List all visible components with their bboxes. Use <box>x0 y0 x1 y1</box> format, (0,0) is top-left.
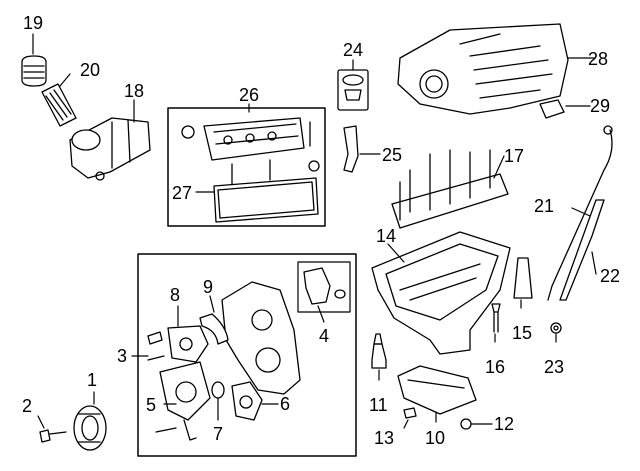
front-seal-part <box>211 381 225 399</box>
callout-11: 11 <box>369 395 388 415</box>
callout-15: 15 <box>512 323 532 343</box>
oil-pan-part <box>371 231 511 355</box>
callout-14: 14 <box>376 226 396 246</box>
callout-1: 1 <box>87 370 97 390</box>
oil-fill-cap-part <box>337 69 369 111</box>
callout-8: 8 <box>170 285 180 305</box>
drain-plug-part <box>460 418 472 430</box>
windage-tray-part <box>391 149 509 229</box>
callout-13: 13 <box>374 428 394 448</box>
valve-cover-part <box>181 117 320 185</box>
callout-27: 27 <box>172 183 192 203</box>
callout-4: 4 <box>319 326 329 346</box>
oil-fill-tube-part <box>343 125 359 173</box>
callout-20: 20 <box>80 60 100 80</box>
callout-labels: 19 20 18 26 27 24 25 28 29 17 14 21 22 1… <box>22 13 620 448</box>
timing-cover-gasket-inset-box <box>297 261 351 313</box>
callout-5: 5 <box>146 395 156 415</box>
callout-25: 25 <box>382 145 402 165</box>
water-pump-gasket-part <box>231 381 263 421</box>
oil-filter-element-part <box>41 83 77 127</box>
timing-cover-gasket-part <box>303 267 346 305</box>
rtv-sealant-part <box>513 257 533 299</box>
callout-21: 21 <box>534 196 554 216</box>
oil-pan-bolt-part <box>491 303 501 333</box>
thermostat-housing-part <box>167 325 209 363</box>
sealant-tube-part <box>371 333 387 369</box>
callout-12: 12 <box>494 414 514 434</box>
callout-6: 6 <box>280 394 290 414</box>
callout-17: 17 <box>504 146 524 166</box>
valve-cover-gasket-part <box>213 177 319 223</box>
crankshaft-pulley-part <box>73 405 107 451</box>
callout-23: 23 <box>544 357 564 377</box>
callout-9: 9 <box>203 277 213 297</box>
callout-26: 26 <box>239 85 259 105</box>
valve-cover-group-box <box>167 107 326 227</box>
leader-lines <box>32 33 597 429</box>
intake-manifold-part <box>397 23 569 115</box>
timing-cover-bolts-part <box>147 331 177 433</box>
callout-3: 3 <box>117 346 127 366</box>
callout-16: 16 <box>485 357 505 377</box>
plug-part <box>403 407 417 419</box>
callout-18: 18 <box>124 81 144 101</box>
callout-10: 10 <box>425 428 445 448</box>
callout-28: 28 <box>588 49 608 69</box>
lower-oil-pan-part <box>397 365 477 415</box>
timing-cover-part <box>221 281 301 395</box>
oil-filter-cap-part <box>21 55 47 87</box>
dipstick-tube-part <box>559 199 605 301</box>
water-pump-part <box>159 361 211 441</box>
callout-29: 29 <box>590 96 610 116</box>
callout-19: 19 <box>23 13 43 33</box>
callout-24: 24 <box>343 40 363 60</box>
dipstick-washer-part <box>550 322 562 334</box>
callout-22: 22 <box>600 266 620 286</box>
callout-2: 2 <box>22 396 32 416</box>
oil-dipstick-part <box>547 125 613 301</box>
oil-filter-housing-part <box>69 117 151 181</box>
throttle-body-gasket-part <box>539 99 565 119</box>
coolant-hose-part <box>199 313 229 345</box>
pulley-bolt-part <box>39 429 67 443</box>
timing-cover-group-box <box>137 253 357 457</box>
callout-7: 7 <box>213 424 223 444</box>
